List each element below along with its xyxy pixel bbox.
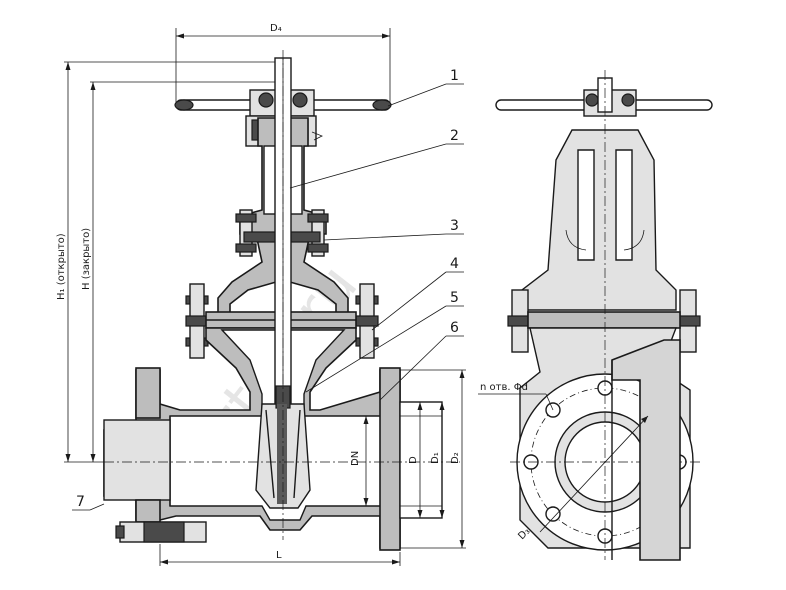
callout-leaders xyxy=(72,83,464,511)
callout-3: 3 xyxy=(450,218,459,234)
callout-4: 4 xyxy=(450,256,459,272)
dim-d1-label: D₁ xyxy=(430,452,441,464)
callout-6: 6 xyxy=(450,320,459,336)
dim-d-label: D xyxy=(408,456,419,464)
callout-7: 7 xyxy=(76,494,85,510)
side-view: D₃ n отв. Φd xyxy=(478,70,713,561)
callout-5: 5 xyxy=(450,290,459,306)
dim-d2-label: D₂ xyxy=(450,452,461,464)
dim-h-label: H (закрыто) xyxy=(81,228,92,290)
dim-l-label: L xyxy=(276,550,282,561)
dim-d4-label: D₄ xyxy=(270,23,282,34)
dim-h1-label: H₁ (открыто) xyxy=(56,233,67,300)
dim-bolt-holes-label: n отв. Φd xyxy=(480,382,528,393)
callout-1: 1 xyxy=(450,68,459,84)
callout-2: 2 xyxy=(450,128,459,144)
dim-dn-label: DN xyxy=(350,451,361,466)
front-section-view: D₄ H₁ (открыто) H (закрыто) xyxy=(56,23,466,566)
